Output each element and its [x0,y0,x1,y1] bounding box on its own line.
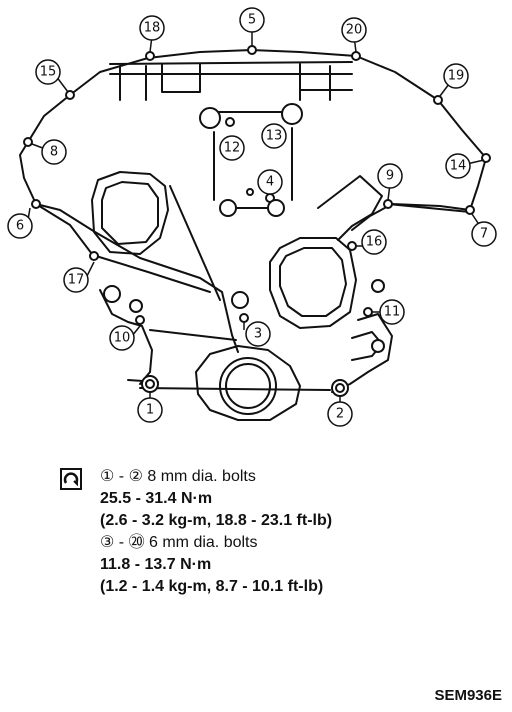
svg-text:5: 5 [248,13,256,28]
bolt-hole [65,90,75,100]
crank-pulley [219,357,277,415]
bolt-hole [89,251,99,261]
pulley [267,199,285,217]
svg-text:13: 13 [266,129,283,144]
group1-torque-nm: 25.5 - 31.4 N·m [100,490,213,507]
group2-label: ③ - ⑳ 6 mm dia. bolts [100,534,258,551]
pulley [199,107,221,129]
top-rail [109,61,353,75]
crank-housing [195,345,301,421]
callout-11: 11 [379,299,405,325]
callout-12: 12 [219,135,245,161]
callout-5: 5 [239,7,265,33]
bolt-hole [31,199,41,209]
callout-7: 7 [471,221,497,247]
svg-text:17: 17 [68,273,85,288]
svg-text:11: 11 [384,305,401,320]
figure-code: SEM936E [434,687,502,704]
torque-spec-block: ① - ② 8 mm dia. bolts 25.5 - 31.4 N·m (2… [60,466,480,598]
svg-text:12: 12 [224,141,241,156]
svg-text:18: 18 [144,21,161,36]
callout-19: 19 [443,63,469,89]
svg-text:7: 7 [480,227,488,242]
group2-torque-nm: 11.8 - 13.7 N·m [100,556,212,573]
pulley [371,339,385,353]
svg-text:10: 10 [114,331,131,346]
svg-text:8: 8 [50,145,58,160]
callout-1: 1 [137,397,163,423]
callout-13: 13 [261,123,287,149]
left-cam-housing [91,171,169,255]
svg-text:2: 2 [336,407,344,422]
pulley [371,279,385,293]
pulley [231,291,249,309]
svg-text:6: 6 [16,219,24,234]
bolt-hole [465,205,475,215]
callout-6: 6 [7,213,33,239]
svg-text:4: 4 [266,175,274,190]
pulley [281,103,303,125]
group1-torque-alt: (2.6 - 3.2 kg-m, 18.8 - 23.1 ft-lb) [100,512,333,529]
callout-9: 9 [377,163,403,189]
svg-text:16: 16 [366,235,383,250]
callout-4: 4 [257,169,283,195]
svg-text:1: 1 [146,403,154,418]
callout-8: 8 [41,139,67,165]
callout-14: 14 [445,153,471,179]
callout-15: 15 [35,59,61,85]
group2-torque-alt: (1.2 - 1.4 kg-m, 8.7 - 10.1 ft-lb) [100,578,324,595]
callout-2: 2 [327,401,353,427]
cover-outline-left [19,94,96,259]
bolt-hole [433,95,443,105]
svg-text:19: 19 [448,69,465,84]
callout-18: 18 [139,15,165,41]
inner-cover [35,203,239,353]
pulley [219,199,237,217]
bolt-hole [135,315,145,325]
bolt-hole [23,137,33,147]
right-cam-housing [269,237,357,329]
callout-10: 10 [109,325,135,351]
svg-text:20: 20 [346,23,363,38]
callout-20: 20 [341,17,367,43]
svg-text:14: 14 [450,159,467,174]
callout-16: 16 [361,229,387,255]
bolt-hole [246,188,254,196]
svg-text:9: 9 [386,169,394,184]
pulley [103,285,121,303]
pulley [129,299,143,313]
callout-17: 17 [63,267,89,293]
callout-3: 3 [245,321,271,347]
svg-text:3: 3 [254,327,262,342]
torque-wrench-icon [60,468,82,490]
svg-text:15: 15 [40,65,57,80]
bolt-hole [225,117,235,127]
group1-label: ① - ② 8 mm dia. bolts [100,468,256,485]
